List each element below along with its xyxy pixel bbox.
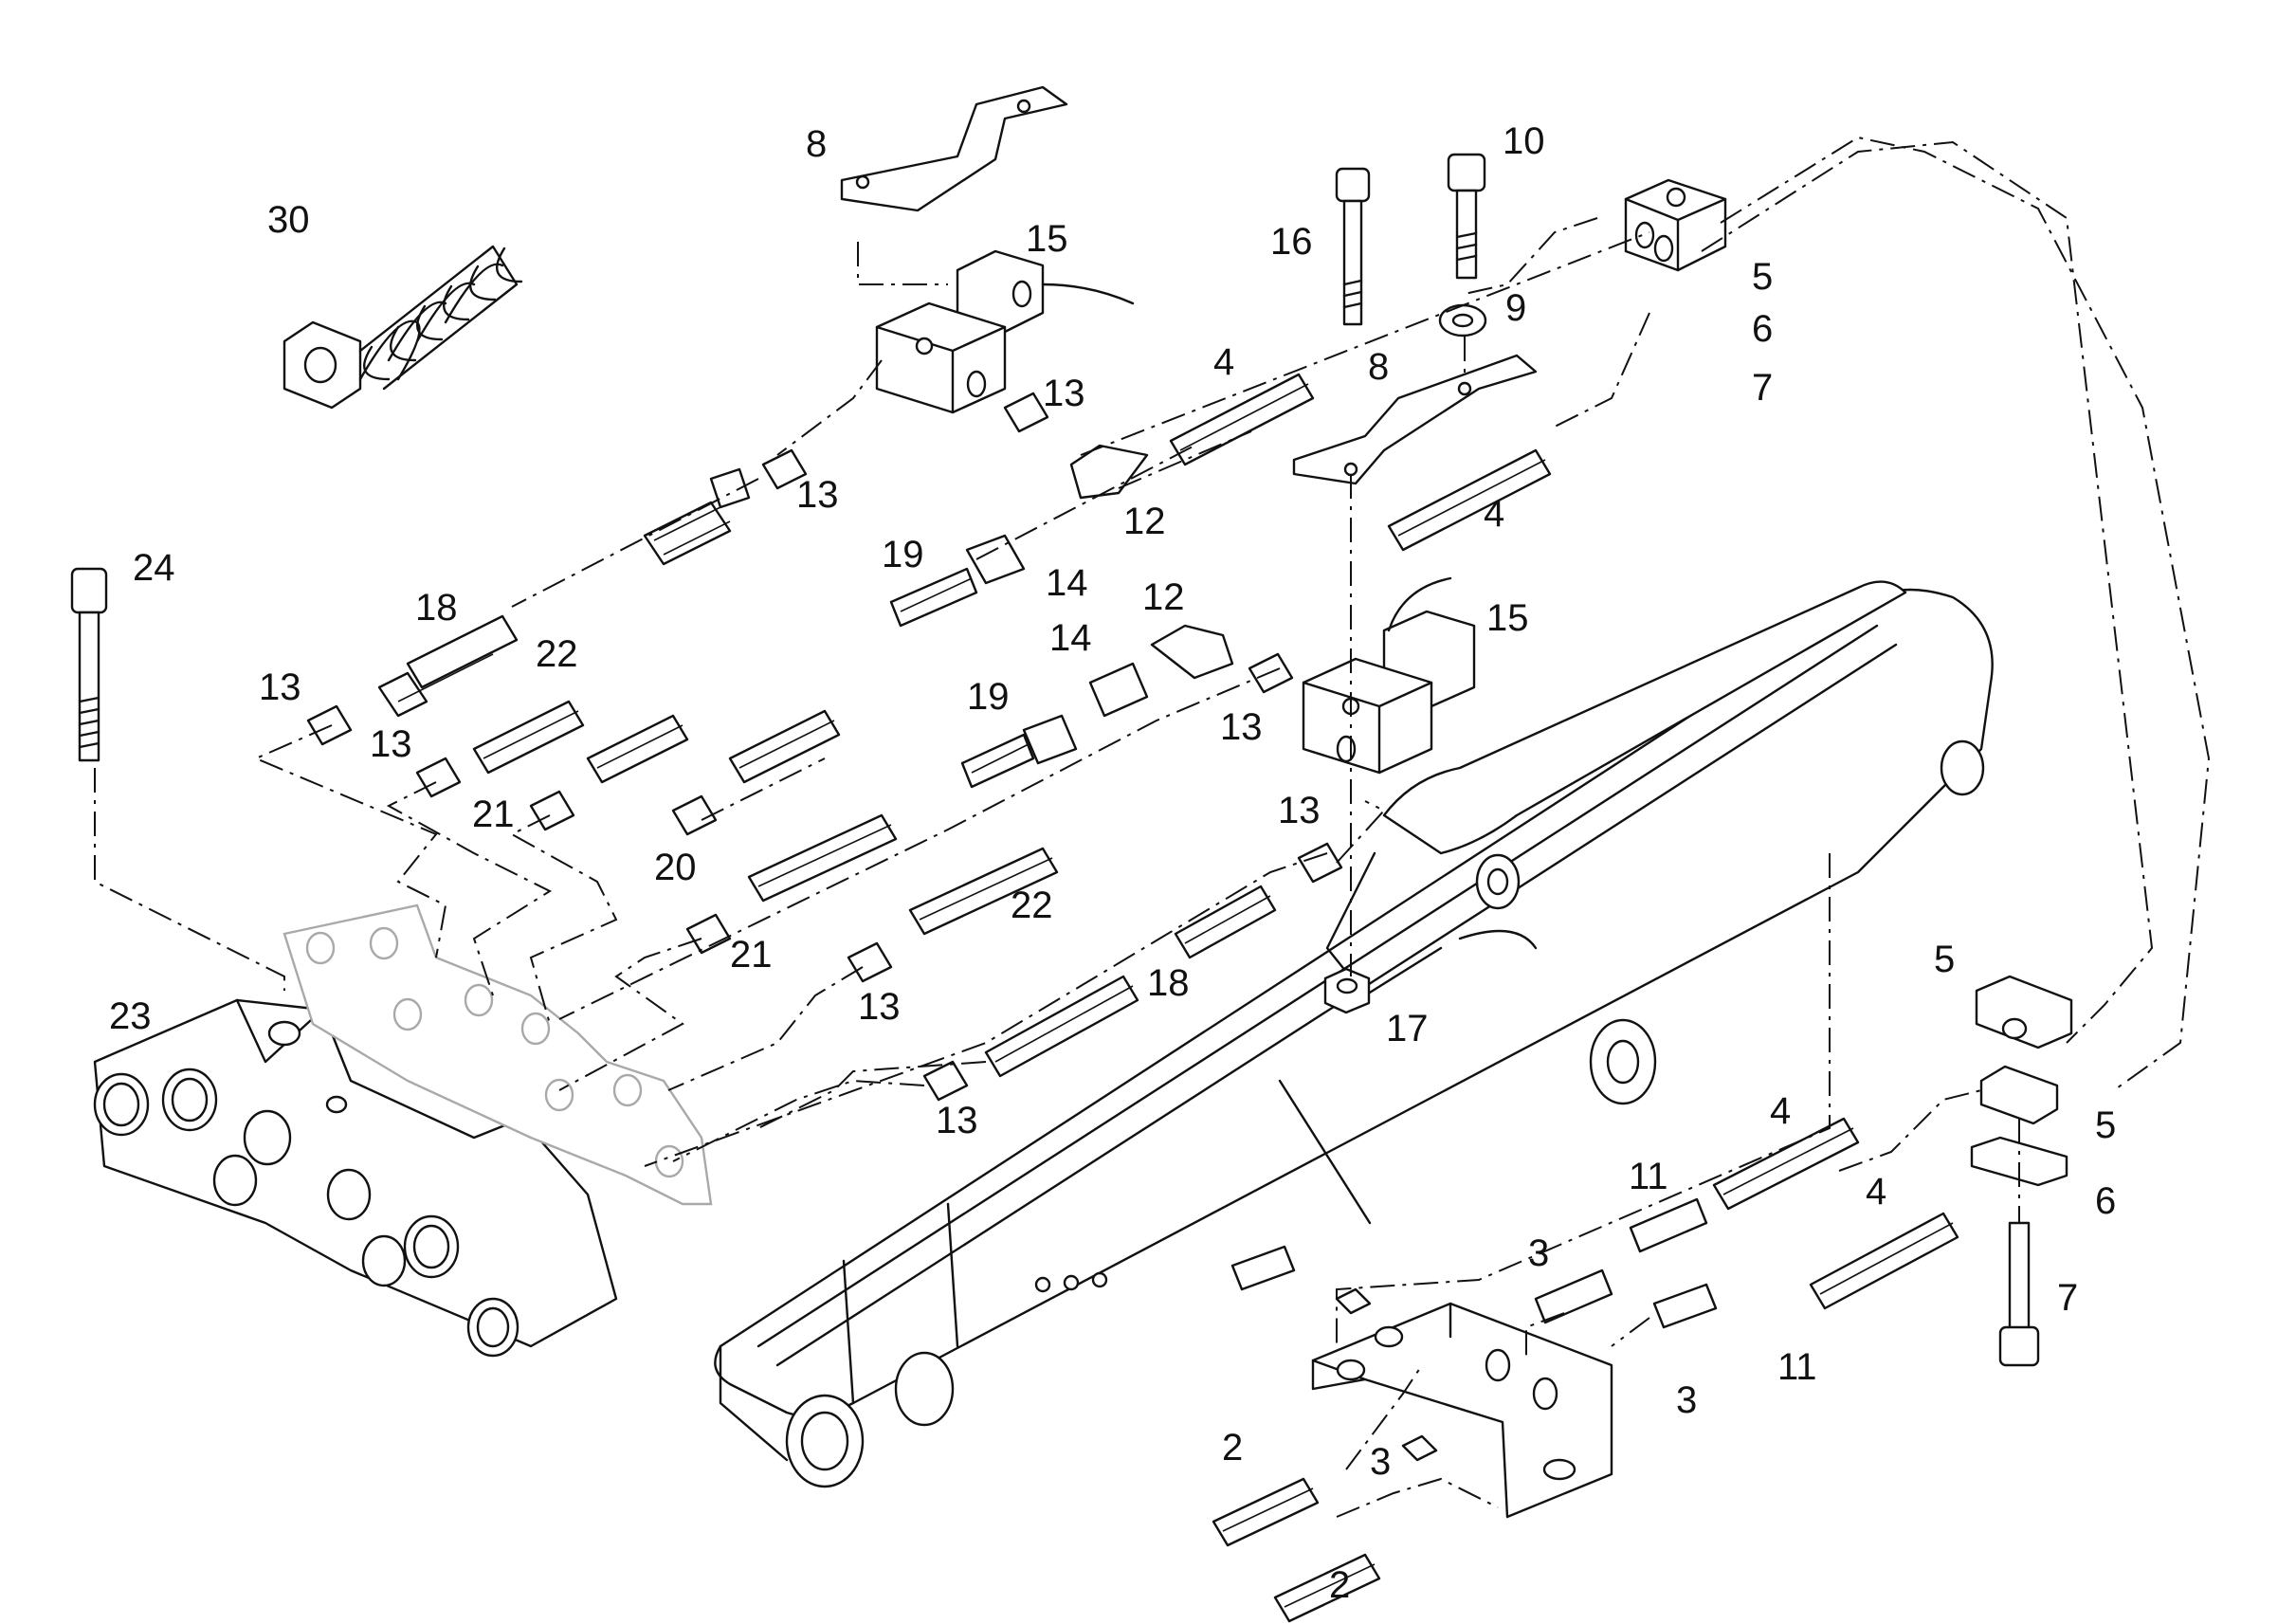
callout-6a: 6 <box>1752 308 1773 350</box>
mounting-bracket <box>1311 1302 1613 1519</box>
callout-7a: 7 <box>1752 367 1773 409</box>
plate-8-upper <box>840 85 1068 212</box>
gasket-plate <box>282 903 713 1206</box>
callout-9: 9 <box>1505 287 1526 329</box>
callout-18a: 18 <box>415 587 458 629</box>
callout-13e: 13 <box>370 723 412 765</box>
callout-30: 30 <box>267 199 310 241</box>
manifold-block-23 <box>93 998 618 1358</box>
callout-17: 17 <box>1386 1008 1429 1049</box>
callout-13b: 13 <box>796 474 839 516</box>
solenoid-valve-15-upper <box>875 249 1135 414</box>
callout-5c: 5 <box>2095 1104 2116 1146</box>
bolt-24 <box>70 567 108 762</box>
callout-8b: 8 <box>1368 346 1389 388</box>
callout-22b: 22 <box>1011 885 1053 926</box>
callout-7b: 7 <box>2057 1277 2078 1319</box>
callout-21a: 21 <box>472 794 515 835</box>
callout-13g: 13 <box>858 986 901 1028</box>
callout-24: 24 <box>133 547 175 589</box>
callout-20: 20 <box>654 847 697 888</box>
callout-14b: 14 <box>1049 617 1092 659</box>
callout-5b: 5 <box>1934 939 1955 980</box>
callout-11b: 11 <box>1777 1346 1817 1388</box>
washer-9 <box>1438 303 1487 338</box>
callout-23: 23 <box>109 995 152 1037</box>
callout-4b: 4 <box>1484 493 1504 535</box>
hose-fittings <box>306 373 1959 1623</box>
callout-22a: 22 <box>536 633 578 675</box>
callout-13h: 13 <box>936 1100 978 1141</box>
plate-8-middle <box>1292 354 1538 485</box>
assembly-lines <box>94 136 2211 1518</box>
clamp-5-upper <box>1624 178 1727 272</box>
callout-15a: 15 <box>1026 218 1068 260</box>
callout-11a: 11 <box>1629 1156 1668 1197</box>
callout-12a: 12 <box>1123 501 1166 542</box>
callout-5a: 5 <box>1752 256 1773 298</box>
callout-13a: 13 <box>1043 373 1085 414</box>
callout-2b: 2 <box>1329 1564 1350 1606</box>
solenoid-valve-15-lower <box>1302 576 1476 775</box>
callout-8a: 8 <box>806 123 827 165</box>
callout-3b: 3 <box>1676 1379 1697 1421</box>
bolt-10 <box>1447 153 1486 280</box>
callout-12b: 12 <box>1142 576 1185 618</box>
callout-14a: 14 <box>1046 562 1088 604</box>
callout-10: 10 <box>1503 120 1545 162</box>
callout-4c: 4 <box>1770 1090 1791 1132</box>
callout-2a: 2 <box>1222 1427 1243 1469</box>
callout-18b: 18 <box>1147 962 1190 1004</box>
nut-17 <box>1323 967 1371 1014</box>
callout-13d: 13 <box>259 666 301 708</box>
callout-21b: 21 <box>730 934 773 976</box>
callout-16: 16 <box>1270 221 1313 263</box>
callout-4a: 4 <box>1213 341 1234 383</box>
spring-30 <box>282 245 523 410</box>
callout-13f: 13 <box>1278 790 1321 831</box>
callout-4d: 4 <box>1866 1171 1886 1213</box>
callout-19a: 19 <box>882 534 924 575</box>
callout-3c: 3 <box>1370 1441 1391 1483</box>
callout-6b: 6 <box>2095 1180 2116 1222</box>
callout-13c: 13 <box>1220 706 1263 748</box>
clamp-5-lower <box>1970 975 2073 1187</box>
bolt-7 <box>1998 1221 2040 1367</box>
callout-3a: 3 <box>1528 1232 1549 1274</box>
bolt-16 <box>1335 167 1371 326</box>
callout-19b: 19 <box>967 676 1010 718</box>
callout-15b: 15 <box>1486 597 1529 639</box>
